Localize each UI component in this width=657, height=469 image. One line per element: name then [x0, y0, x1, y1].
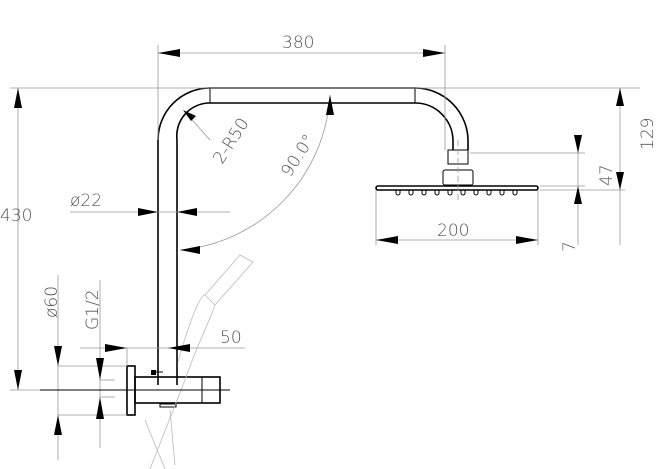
dim-label-bend-angle: 90.0°	[277, 131, 319, 181]
dimension-lines	[10, 45, 640, 460]
dim-label-129: 129	[638, 118, 657, 150]
dim-label-430: 430	[0, 206, 32, 226]
dim-label-flange-diameter: ø60	[42, 286, 62, 318]
nozzle	[408, 190, 414, 196]
dim-label-380: 380	[282, 33, 314, 53]
dim-label-7: 7	[560, 241, 580, 252]
nozzle	[447, 190, 453, 196]
nozzle	[473, 190, 479, 196]
dim-label-200: 200	[437, 221, 469, 241]
nozzle	[421, 190, 427, 196]
nozzle	[395, 190, 401, 196]
nozzle	[512, 190, 518, 196]
dim-label-47: 47	[597, 164, 617, 186]
hand-shower	[144, 254, 254, 469]
nozzle	[460, 190, 466, 196]
shower-head	[375, 140, 539, 200]
dim-label-thread: G1/2	[83, 289, 103, 330]
nozzle	[499, 190, 505, 196]
dim-label-bend-radius: 2-R50	[209, 115, 253, 168]
dim-label-50: 50	[220, 328, 242, 348]
nozzle	[434, 190, 440, 196]
dim-label-pipe-diameter: ø22	[70, 191, 102, 211]
shower-pipe	[157, 87, 469, 385]
nozzle	[486, 190, 492, 196]
